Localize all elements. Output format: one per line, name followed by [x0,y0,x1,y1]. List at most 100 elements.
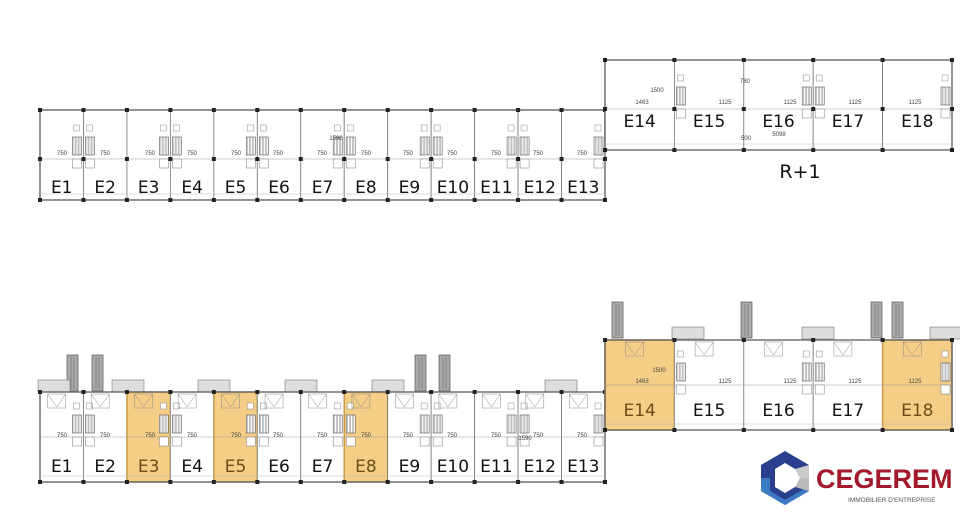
pillar [342,390,347,394]
pillar [559,108,564,112]
pillar [516,480,521,484]
pillar [603,107,607,111]
stair-icon [814,350,825,395]
wc-icon [72,436,82,447]
building-outline [604,59,953,151]
dimension-label: 5098 [772,132,786,138]
dimension-label: 750 [361,433,372,439]
loading-door-icon [47,393,66,409]
stair-icon [801,350,812,395]
window-icon [247,402,254,410]
dimension-label: 750 [403,433,414,439]
dimension-label: 750 [187,433,198,439]
stair-icon [676,74,686,119]
dimension-label: 750 [187,151,198,157]
pillar [880,107,885,111]
wc-icon [332,436,343,447]
window-icon [346,402,354,410]
unit-label-e11: E11 [480,457,512,477]
pillar [385,390,390,394]
unit-label-e6: E6 [268,457,290,477]
dimension-label: 750 [361,151,372,157]
door-swing [395,393,414,408]
window-icon [86,402,93,410]
stair-icon [332,124,343,169]
stair-icon [419,402,430,447]
dimension-label: 750 [57,433,68,439]
unit-label-e17: E17 [832,112,864,132]
stair-icon [593,124,604,169]
loading-door-icon [833,341,853,357]
pillar [880,428,885,432]
unit-label-e10: E10 [437,178,469,198]
window-icon [594,124,602,132]
unit-e15 [674,59,745,151]
loading-door-icon [90,393,110,409]
pillar [168,198,173,202]
dimension-label: 1500 [650,88,664,94]
pillar [168,390,173,394]
dimension-label: 1125 [909,379,923,385]
pillar [124,480,129,484]
unit-label-e12: E12 [524,457,556,477]
wc-icon [332,158,343,169]
stair-icon [419,124,430,169]
loading-door-icon [694,341,714,357]
wc-icon [519,158,530,169]
window-icon [86,124,93,132]
stair-icon [506,124,517,169]
unit-label-e18: E18 [901,401,933,421]
pillar [429,157,434,161]
door-swing [308,393,327,408]
wc-icon [72,158,82,169]
pillar [741,107,746,111]
window-icon [160,124,167,132]
door-swing [264,393,284,408]
pillar [38,108,42,112]
pillar [211,390,216,394]
wc-icon [432,158,443,169]
stair-icon [159,124,169,169]
pillar [516,157,521,161]
dimension-label: 1125 [849,100,863,106]
stair-icon [519,402,530,447]
wc-icon [246,436,256,447]
level-label: R+1 [779,161,820,183]
pillar [811,107,816,111]
pillar [880,148,885,152]
pillar [559,198,564,202]
dimension-label: 1125 [719,379,733,385]
pillar [81,390,86,394]
window-icon [802,74,810,82]
window-icon [173,402,180,410]
dimension-label: 500 [741,136,752,142]
stair-icon [159,402,169,447]
stair-icon [345,124,356,169]
loading-door-icon [482,393,501,409]
window-icon [247,124,254,132]
wc-icon [85,158,95,169]
stair-icon [246,124,256,169]
pillar [559,480,564,484]
window-icon [260,402,267,410]
stair-icon [72,402,82,447]
unit-label-e4: E4 [181,178,203,198]
unit-label-e13: E13 [567,178,599,198]
dimension-label: 750 [577,433,588,439]
pillar [950,148,954,152]
window-icon [520,124,528,132]
unit-label-e16: E16 [762,401,794,421]
pillar [811,58,816,62]
pillar [81,108,86,112]
pillar [255,108,260,112]
wc-icon [159,158,169,169]
entrance-canopy [801,326,835,340]
wc-icon [814,384,825,395]
window-icon [73,402,80,410]
loading-door-icon [221,393,240,409]
stair-icon [801,74,812,119]
window-icon [346,124,354,132]
unit-label-e2: E2 [94,178,116,198]
unit-label-e2: E2 [94,457,116,477]
pillar [342,108,347,112]
